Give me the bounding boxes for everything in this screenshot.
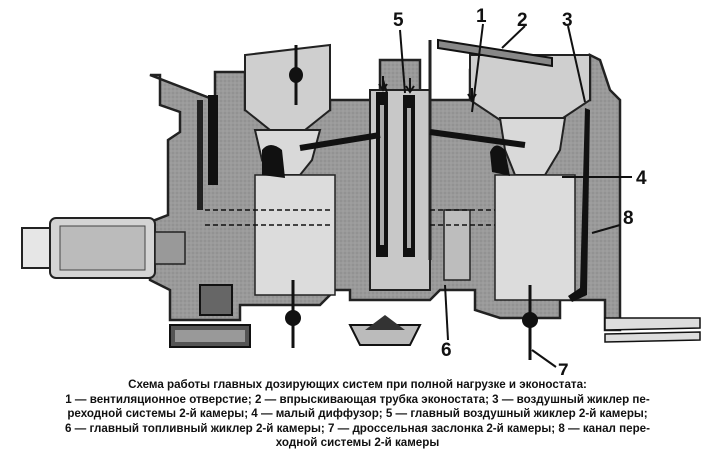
caption-line: 6 — главный топливный жиклер 2-й камеры;… <box>65 421 650 435</box>
caption-line: реходной системы 2-й камеры; 4 — малый д… <box>67 407 648 421</box>
membrane-assembly <box>348 315 422 346</box>
choke-valve-icon <box>289 67 303 83</box>
throttle-valve-2-icon <box>522 312 538 328</box>
caption-title: Схема работы главных дозирующих систем п… <box>128 378 587 391</box>
solenoid-valve <box>21 217 186 279</box>
callout-5: 5 <box>393 10 404 31</box>
callout-labels: 1 2 3 4 5 6 7 8 <box>393 6 647 375</box>
diagram-caption: Схема работы главных дозирующих систем п… <box>4 378 711 462</box>
lower-left-assembly <box>169 284 251 348</box>
leader-lines <box>399 23 632 368</box>
callout-4: 4 <box>636 168 647 189</box>
carburetor-diagram: 1 2 3 4 5 6 7 8 <box>21 6 701 375</box>
econostat-tube <box>437 38 553 68</box>
air-flow-arrow-icon <box>405 78 415 94</box>
caption-line: ходной системы 2-й камеры <box>275 436 440 450</box>
caption-line: 1 — вентиляционное отверстие; 2 — впрыск… <box>65 392 650 406</box>
callout-7: 7 <box>558 361 569 375</box>
throttle-valve-1-icon <box>285 310 301 326</box>
transition-channel <box>568 108 590 302</box>
vacuum-outlet-pipe <box>604 317 701 343</box>
float-chamber <box>299 40 526 291</box>
emulsion-tubes <box>197 95 495 226</box>
callout-1: 1 <box>476 6 487 27</box>
secondary-barrel <box>490 117 576 360</box>
callout-8: 8 <box>623 208 634 229</box>
callout-6: 6 <box>441 340 452 361</box>
air-flow-arrow-icon <box>378 76 388 92</box>
callout-2: 2 <box>517 10 528 31</box>
callout-3: 3 <box>562 10 573 31</box>
primary-barrel <box>253 45 336 348</box>
